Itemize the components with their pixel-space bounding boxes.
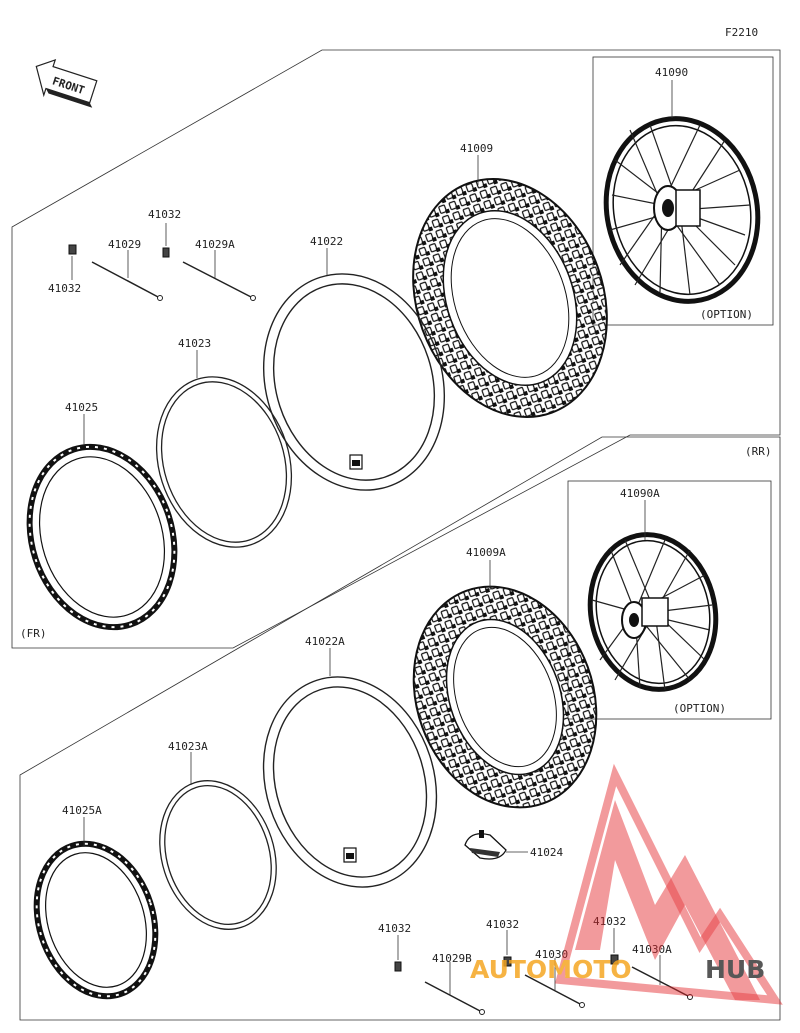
rear-option-box <box>567 480 772 720</box>
part-label-41025: 41025 <box>65 401 98 414</box>
part-label-41029a: 41029A <box>195 238 235 251</box>
part-label-41029b: 41029B <box>432 952 472 965</box>
automotohub-watermark: AUTOMOTO HUB <box>470 763 783 1005</box>
front-rim-band <box>155 376 293 548</box>
rear-wheel-assembly <box>587 532 719 692</box>
part-label-41032-rear-b: 41032 <box>486 918 519 931</box>
part-label-41030a: 41030A <box>632 943 672 956</box>
rear-tube <box>262 676 438 888</box>
part-label-41022: 41022 <box>310 235 343 248</box>
rear-spoke-41030 <box>524 974 585 1008</box>
part-label-41032-rear-c: 41032 <box>593 915 626 928</box>
front-arrow-icon: FRONT <box>35 58 98 108</box>
rear-nipple-41032-a <box>394 961 402 972</box>
part-label-41090a: 41090A <box>620 487 660 500</box>
front-spoke-41029 <box>91 261 163 301</box>
part-label-41090: 41090 <box>655 66 688 79</box>
rear-rim <box>33 840 159 1000</box>
rear-tire <box>412 585 598 809</box>
figure-code: F2210 <box>725 26 758 39</box>
part-label-41032-left: 41032 <box>48 282 81 295</box>
rear-nipple-41032-b <box>503 956 512 967</box>
front-wheel-assembly <box>603 116 761 304</box>
rear-option-label: (OPTION) <box>673 702 726 715</box>
rear-nipple-41032-c <box>610 954 619 965</box>
front-section-label: (FR) <box>20 627 47 640</box>
front-nipple-left <box>68 244 77 255</box>
part-label-41024: 41024 <box>530 846 563 859</box>
rear-panel-outline <box>19 436 781 1021</box>
part-label-41025a: 41025A <box>62 804 102 817</box>
part-label-41022a: 41022A <box>305 635 345 648</box>
rear-section-label: (RR) <box>745 445 772 458</box>
front-tube <box>262 273 446 491</box>
part-label-41030: 41030 <box>535 948 568 961</box>
rear-spoke-41029b <box>424 981 485 1015</box>
front-option-label: (OPTION) <box>700 308 753 321</box>
rim-lock <box>464 830 507 860</box>
front-nipple-top <box>162 247 170 258</box>
front-rim <box>26 443 178 631</box>
front-spoke-41029a <box>182 261 256 301</box>
part-label-41009a: 41009A <box>466 546 506 559</box>
part-label-41023: 41023 <box>178 337 211 350</box>
part-label-41009: 41009 <box>460 142 493 155</box>
front-panel-outline <box>11 49 781 649</box>
watermark-text-dark: HUB <box>705 955 765 984</box>
part-label-41032-top: 41032 <box>148 208 181 221</box>
front-option-box <box>592 56 774 326</box>
part-label-41032-rear-a: 41032 <box>378 922 411 935</box>
part-label-41023a: 41023A <box>168 740 208 753</box>
part-label-41029: 41029 <box>108 238 141 251</box>
rear-rim-band <box>159 780 277 930</box>
front-tire <box>412 178 608 418</box>
watermark-text-orange: AUTOMOTO <box>470 955 632 984</box>
rear-spoke-41030a <box>631 966 693 1000</box>
